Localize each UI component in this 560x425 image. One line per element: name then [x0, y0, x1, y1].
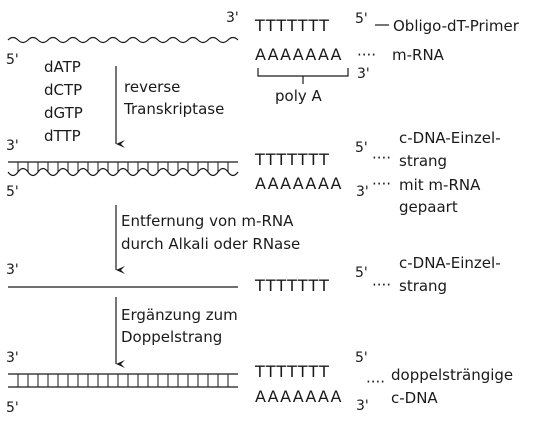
hybrid-label-line2: strang: [399, 152, 447, 170]
ss-3prime-left-label: 3': [6, 262, 19, 278]
ds-a-sequence: AAAAAAA: [255, 387, 343, 406]
enzyme-label-line1: reverse: [124, 78, 180, 96]
hybrid-mrna-wavy-strand: [7, 167, 239, 177]
ss-label-dots: ····: [372, 276, 391, 294]
polya-label: poly A: [275, 87, 323, 105]
hybrid-label-line3: mit m-RNA: [399, 176, 481, 194]
hybrid-a-sequence: AAAAAAA: [255, 174, 343, 193]
hybrid-label-line4: gepaart: [399, 198, 458, 216]
hybrid-3prime-right-label: 3': [356, 184, 369, 200]
polya-sequence: AAAAAAA: [255, 45, 343, 64]
ss-label-line1: c-DNA-Einzel-: [399, 254, 501, 272]
hybrid-t-sequence: TTTTTTT: [254, 150, 330, 169]
ds-5prime-right-label: 5': [355, 350, 368, 366]
enzyme-label-line2: Transkriptase: [123, 100, 224, 118]
nucleotide-dttp: dTTP: [44, 127, 81, 145]
mrna-strand-5prime-label: 5': [6, 52, 19, 68]
ss-5prime-right-label: 5': [355, 265, 368, 281]
ds-base-pairs: [17, 374, 229, 387]
hybrid-base-pairs: [17, 162, 229, 172]
nucleotide-datp: dATP: [44, 58, 81, 76]
step-double-strand-completion: Ergänzung zum Doppelstrang: [115, 297, 238, 368]
mrna-wavy-strand: [7, 36, 239, 44]
stage-mrna-primer: 3' 5' TTTTTTT 5' Obligo-dT-Primer AAAAAA…: [6, 10, 520, 105]
ds-label-line1: doppelsträngige: [391, 366, 513, 384]
step-mrna-removal: Entfernung von m-RNA durch Alkali oder R…: [115, 205, 300, 274]
step3-label-line1: Ergänzung zum: [121, 306, 238, 324]
step-reverse-transcription: dATP dCTP dGTP dTTP reverse Transkriptas…: [44, 58, 224, 148]
ds-label-dots: ····: [366, 373, 385, 391]
mrna-label: m-RNA: [392, 46, 445, 64]
hybrid-3prime-left-label: 3': [6, 138, 19, 154]
stage-double-strand-cdna: 3' 5' TTTTTTT AAAAAAA 5' 3' ···· doppels…: [6, 350, 513, 416]
step3-label-line2: Doppelstrang: [121, 328, 222, 346]
hybrid-label-dots-top: ····: [372, 149, 391, 167]
hybrid-label-dots-bottom: ····: [372, 175, 391, 193]
step2-label-line2: durch Alkali oder RNase: [121, 235, 300, 253]
mrna-strand-3prime-label: 3': [226, 10, 239, 26]
hybrid-label-line1: c-DNA-Einzel-: [399, 129, 501, 147]
ds-t-sequence: TTTTTTT: [254, 362, 330, 381]
ds-label-line2: c-DNA: [391, 389, 438, 407]
ds-3prime-right-label: 3': [356, 398, 369, 414]
ss-t-sequence: TTTTTTT: [254, 276, 330, 295]
ss-label-line2: strang: [399, 277, 447, 295]
nucleotide-dgtp: dGTP: [44, 104, 83, 122]
primer-label: Obligo-dT-Primer: [393, 17, 520, 35]
mrna-3prime-label: 3': [357, 66, 370, 82]
step2-label-line1: Entfernung von m-RNA: [121, 212, 294, 230]
hybrid-5prime-left-label: 5': [6, 184, 19, 200]
ds-5prime-left-label: 5': [6, 400, 19, 416]
ds-3prime-left-label: 3': [6, 350, 19, 366]
polya-bracket: [257, 68, 349, 84]
hybrid-5prime-right-label: 5': [355, 140, 368, 156]
stage-cdna-mrna-hybrid: 3' 5' TTTTTTT AAAAAAA 5' 3' ···· ···· c-…: [6, 129, 501, 216]
primer-5prime-label: 5': [355, 11, 368, 27]
stage-cdna-single-strand: 3' TTTTTTT 5' ···· c-DNA-Einzel- strang: [6, 254, 501, 295]
mrna-label-dots: ····: [357, 46, 376, 64]
primer-sequence: TTTTTTT: [254, 16, 330, 35]
nucleotide-dctp: dCTP: [44, 81, 82, 99]
